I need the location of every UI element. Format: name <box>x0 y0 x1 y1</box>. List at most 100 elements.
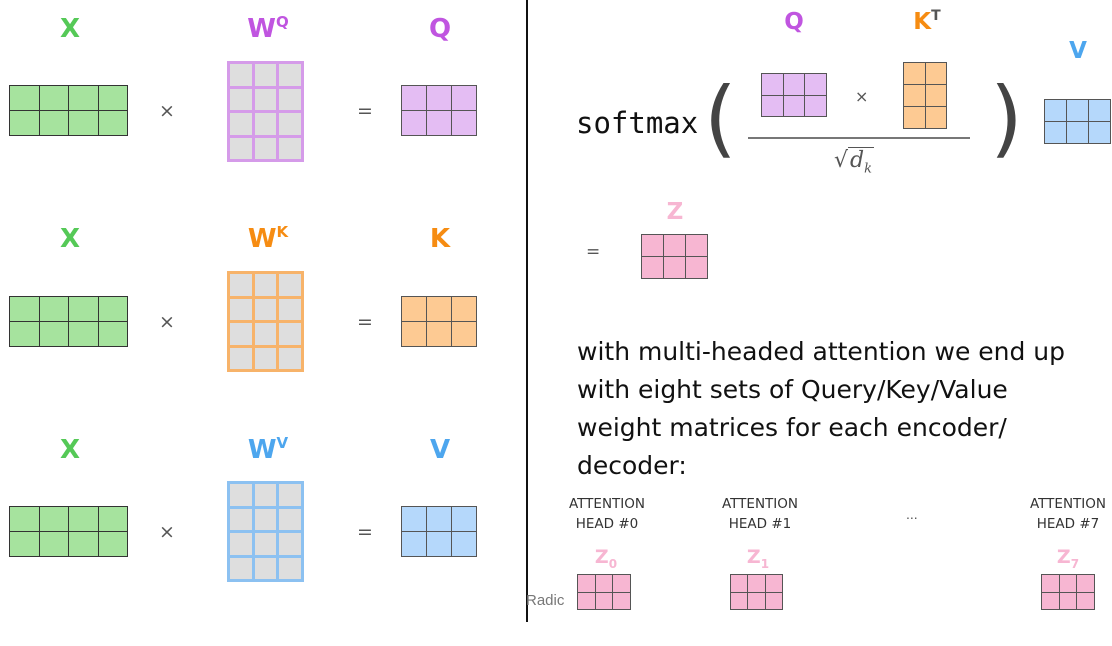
q-label-formula: Q <box>784 9 804 35</box>
z1-matrix-cell <box>748 575 765 592</box>
wq-matrix-cell <box>279 113 301 135</box>
kt-matrix-cell <box>925 85 946 106</box>
sqrt-dk: √dk <box>834 147 875 176</box>
z1-matrix-cell <box>765 575 782 592</box>
x-matrix-1-cell <box>10 111 39 135</box>
x-matrix-1-cell <box>98 111 127 135</box>
wv-matrix-cell <box>279 508 301 530</box>
wk-label-base: W <box>247 224 277 254</box>
radicand: dk <box>848 147 875 176</box>
wk-matrix-cell <box>230 347 252 369</box>
times-operator-3: × <box>159 521 175 543</box>
head-7-line1: ATTENTION <box>1029 496 1107 512</box>
q-matrix-formula-cell <box>783 74 805 95</box>
q-matrix-formula-cell <box>762 74 783 95</box>
wv-matrix-cell <box>254 533 277 555</box>
z-matrix-cell <box>664 257 685 278</box>
times-operator-2: × <box>159 311 175 333</box>
x-matrix-2-cell <box>69 297 98 321</box>
head-0-line1: ATTENTION <box>568 496 646 512</box>
kt-matrix-cell <box>904 107 925 128</box>
x-matrix-3-cell <box>98 532 127 556</box>
kt-matrix-cell <box>904 63 925 84</box>
cut-off-text: Radic <box>526 592 565 609</box>
wv-label-sup: V <box>276 434 289 452</box>
z0-matrix-cell <box>595 575 613 592</box>
wq-matrix-cell <box>279 137 301 159</box>
wv-matrix <box>227 481 304 582</box>
wv-matrix-cell <box>230 484 252 506</box>
v-matrix-left-cell <box>427 507 451 531</box>
x-matrix-1 <box>9 85 128 136</box>
z-label: Z <box>666 199 684 225</box>
wk-matrix-cell <box>279 323 301 345</box>
wk-matrix-cell <box>279 347 301 369</box>
q-matrix-left-cell <box>402 86 426 110</box>
v-matrix-formula-cell <box>1045 100 1066 121</box>
x-matrix-1-cell <box>69 86 98 110</box>
wq-matrix-cell <box>254 88 277 110</box>
wv-matrix-cell <box>279 557 301 579</box>
x-matrix-2-cell <box>98 322 127 346</box>
v-matrix-left <box>401 506 477 557</box>
wv-label: WV <box>228 434 308 465</box>
vertical-divider <box>526 0 528 622</box>
times-operator-1: × <box>159 100 175 122</box>
z0-base: Z <box>594 546 609 568</box>
v-matrix-formula-cell <box>1089 100 1110 121</box>
v-label-formula: V <box>1069 38 1087 64</box>
wk-matrix-cell <box>254 274 277 296</box>
z0-matrix-cell <box>613 575 630 592</box>
v-matrix-formula-cell <box>1067 100 1088 121</box>
wv-label-base: W <box>247 435 277 465</box>
v-matrix-formula-cell <box>1089 122 1110 143</box>
wq-matrix-cell <box>230 137 252 159</box>
x-matrix-2-cell <box>39 297 68 321</box>
k-matrix-left <box>401 296 477 347</box>
d-variable: d <box>850 148 865 173</box>
head-1-line1: ATTENTION <box>721 496 799 512</box>
z-matrix-cell <box>686 257 707 278</box>
q-matrix-formula-cell <box>783 95 805 116</box>
k-matrix-left-cell <box>427 297 451 321</box>
kt-label-sup: T <box>931 8 941 24</box>
multihead-description: with multi-headed attention we end up wi… <box>577 337 1066 480</box>
wv-matrix-cell <box>254 557 277 579</box>
wk-matrix-cell <box>254 323 277 345</box>
k-matrix-left-cell <box>427 322 451 346</box>
wk-label: WK <box>228 223 308 254</box>
z1-matrix-cell <box>748 592 765 609</box>
z-matrix <box>641 234 708 279</box>
q-matrix-left <box>401 85 477 136</box>
head-7-line2: HEAD #7 <box>1036 516 1100 532</box>
x-matrix-1-cell <box>98 86 127 110</box>
wk-matrix-cell <box>230 274 252 296</box>
wq-matrix <box>227 61 304 162</box>
z7-matrix-cell <box>1059 575 1077 592</box>
k-matrix-left-cell <box>402 322 426 346</box>
z7-matrix-cell <box>1042 592 1059 609</box>
z7-matrix-cell <box>1059 592 1077 609</box>
wk-matrix-cell <box>254 347 277 369</box>
x-matrix-3-cell <box>69 507 98 531</box>
wq-label-sup: Q <box>275 13 289 31</box>
x-matrix-2-cell <box>39 322 68 346</box>
radical-sign: √ <box>834 148 849 173</box>
q-matrix-formula <box>761 73 827 117</box>
x-label-1: X <box>59 14 81 44</box>
wq-matrix-cell <box>279 88 301 110</box>
wq-label: WQ <box>228 13 308 44</box>
v-matrix-left-cell <box>452 532 476 556</box>
v-matrix-left-cell <box>427 532 451 556</box>
x-matrix-1-cell <box>39 86 68 110</box>
wv-matrix-cell <box>254 508 277 530</box>
x-matrix-3-cell <box>10 507 39 531</box>
kt-matrix-cell <box>925 63 946 84</box>
q-matrix-formula-cell <box>805 74 826 95</box>
z7-matrix <box>1041 574 1095 610</box>
z7-label: Z7 <box>1050 546 1086 571</box>
softmax-function: softmax <box>576 106 699 140</box>
z0-label: Z0 <box>588 546 624 571</box>
x-matrix-1-cell <box>10 86 39 110</box>
